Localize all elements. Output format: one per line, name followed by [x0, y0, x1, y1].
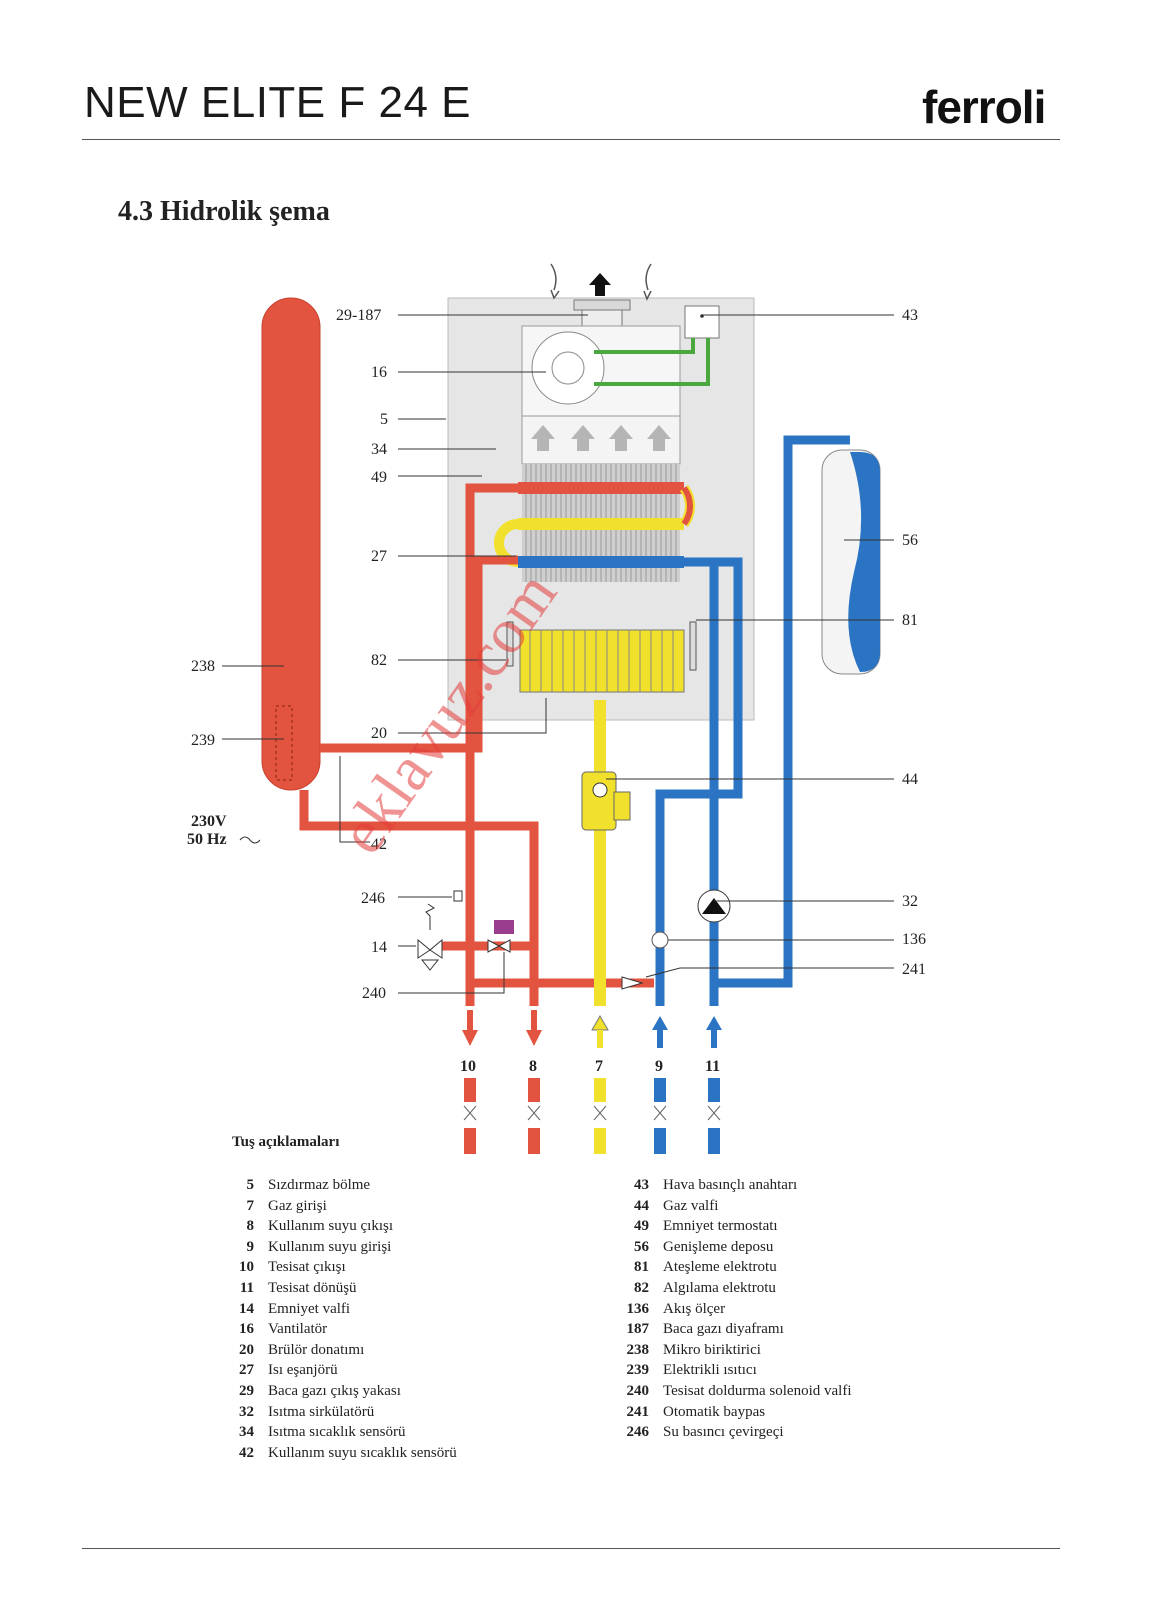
outlet-7: 7 [595, 1058, 603, 1075]
label-29-187: 29-187 [336, 307, 381, 324]
flue-collar [573, 299, 631, 311]
gas-valve [581, 771, 631, 831]
label-20: 20 [371, 725, 387, 742]
connection-arrows [462, 1010, 722, 1048]
label-44: 44 [902, 771, 918, 788]
label-240: 240 [362, 985, 386, 1002]
label-49: 49 [371, 469, 387, 486]
safety-valve [417, 903, 443, 971]
frequency-label: 50 Hz [187, 831, 227, 848]
outlet-8: 8 [529, 1058, 537, 1075]
flow-meter [651, 931, 669, 949]
label-34: 34 [371, 441, 387, 458]
label-136: 136 [902, 931, 926, 948]
ferroli-logo: ferroli [922, 81, 1046, 133]
legend-title: Tuş açıklamaları [232, 1134, 340, 1150]
air-pressure-switch [684, 305, 720, 339]
section-title: 4.3 Hidrolik şema [118, 196, 330, 227]
footer-rule [82, 1548, 1060, 1549]
flue-arrows [550, 263, 652, 301]
heat-exchanger [494, 464, 695, 582]
label-14: 14 [371, 939, 387, 956]
outlet-10: 10 [460, 1058, 476, 1075]
auto-bypass [621, 976, 644, 990]
label-238: 238 [191, 658, 215, 675]
label-32: 32 [902, 893, 918, 910]
outlet-11: 11 [705, 1058, 720, 1075]
label-43: 43 [902, 307, 918, 324]
model-title: NEW ELITE F 24 E [84, 78, 471, 127]
label-5: 5 [380, 411, 388, 428]
pressure-switch [453, 890, 463, 902]
burner-assembly [506, 621, 697, 693]
label-42: 42 [371, 836, 387, 853]
label-16: 16 [371, 364, 387, 381]
label-82: 82 [371, 652, 387, 669]
outlet-9: 9 [655, 1058, 663, 1075]
label-239: 239 [191, 732, 215, 749]
micro-accumulator [261, 297, 321, 791]
label-27: 27 [371, 548, 387, 565]
label-241: 241 [902, 961, 926, 978]
label-246: 246 [361, 890, 385, 907]
voltage-label: 230V [191, 813, 227, 830]
header-rule [82, 139, 1060, 140]
solenoid-valve [494, 920, 514, 934]
label-56: 56 [902, 532, 918, 549]
label-81: 81 [902, 612, 918, 629]
connection-stubs [463, 1078, 721, 1154]
